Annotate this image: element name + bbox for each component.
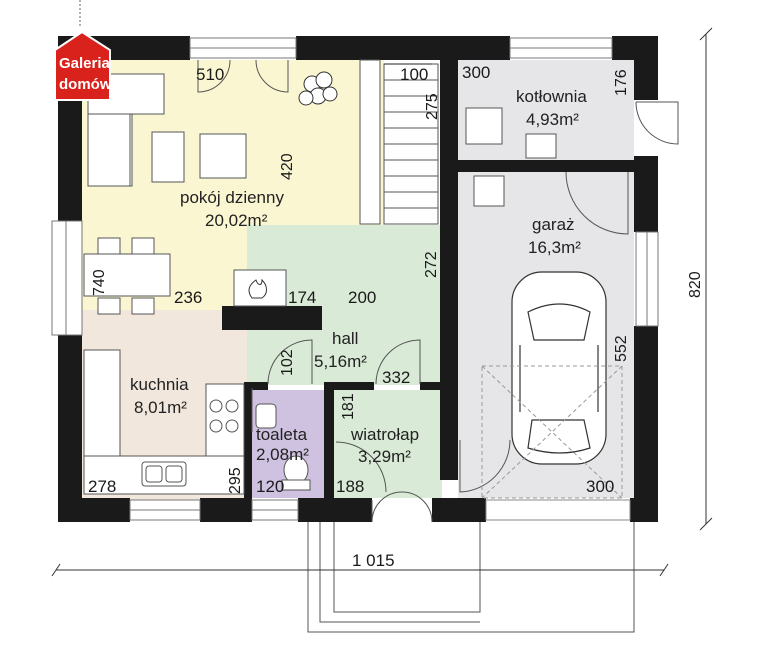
dim-552: 552 [613, 335, 630, 362]
armchair [199, 133, 247, 179]
boiler-sink [525, 133, 557, 159]
dim-295: 295 [227, 467, 244, 494]
vestibule-name: wiatrołap [350, 425, 419, 444]
vestibule-area: 3,29m² [358, 447, 411, 466]
dim-120: 120 [256, 477, 284, 496]
hall-name: hall [332, 329, 358, 348]
toilet-name: toaleta [256, 425, 308, 444]
garage-sink [473, 175, 505, 207]
dim-300-garage: 300 [586, 477, 614, 496]
entrance-steps [307, 522, 635, 633]
dim-272: 272 [423, 251, 440, 278]
dining-table [83, 253, 171, 297]
dim-510: 510 [196, 65, 224, 84]
logo-house-shape [54, 30, 111, 101]
dim-236: 236 [174, 288, 202, 307]
dim-332: 332 [382, 368, 410, 387]
dim-278: 278 [88, 477, 116, 496]
fire-icon [248, 278, 267, 299]
dim-200: 200 [348, 288, 376, 307]
dim-420: 420 [279, 153, 296, 180]
logo-line1: Galeria [59, 55, 111, 72]
dim-820: 820 [687, 271, 704, 298]
furniture [83, 73, 557, 495]
dim-275: 275 [424, 93, 441, 120]
parking-outline [481, 365, 623, 499]
hall-area: 5,16m² [314, 352, 367, 371]
dim-174: 174 [288, 288, 316, 307]
kitchen-area: 8,01m² [134, 398, 187, 417]
toilet-area: 2,08m² [256, 445, 309, 464]
windows [51, 37, 659, 521]
garage-door-opening [485, 499, 631, 521]
staircase [383, 63, 439, 225]
coffee-table [151, 131, 185, 183]
toilet-basin [255, 403, 277, 429]
dim-188: 188 [336, 477, 364, 496]
living-room-area: 20,02m² [205, 211, 268, 230]
dim-181: 181 [340, 393, 357, 420]
doors [197, 59, 679, 523]
logo-line2: domów [59, 76, 112, 93]
dim-300-boiler: 300 [462, 63, 490, 82]
garage-area: 16,3m² [528, 238, 581, 257]
dim-176: 176 [613, 69, 630, 96]
galeria-domow-logo: Galeria domów [54, 0, 112, 101]
boiler [465, 107, 503, 145]
boiler-room-area: 4,93m² [526, 110, 579, 129]
dimension-lines [51, 27, 713, 577]
dim-100: 100 [400, 65, 428, 84]
plant [298, 71, 338, 106]
kitchen-name: kuchnia [130, 375, 189, 394]
garage-name: garaż [532, 215, 575, 234]
dim-102: 102 [279, 349, 296, 376]
car-icon [511, 271, 607, 465]
boiler-room-name: kotłownia [516, 87, 587, 106]
dim-1015: 1 015 [352, 551, 395, 570]
dim-740: 740 [91, 269, 108, 296]
living-room-name: pokój dzienny [180, 188, 284, 207]
